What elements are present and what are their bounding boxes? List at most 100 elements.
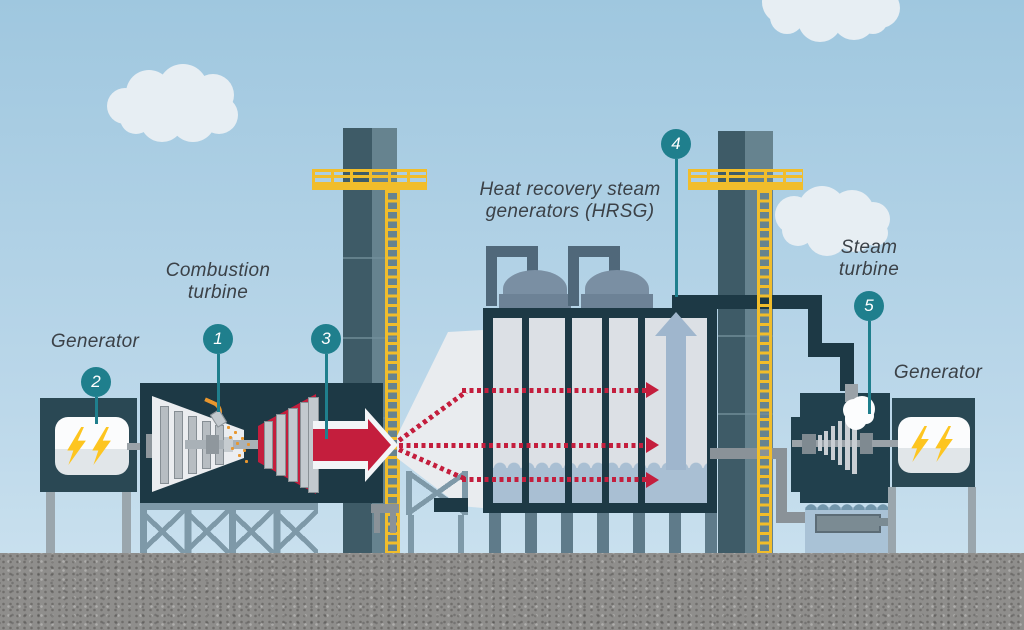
drum-pipe [527,246,538,274]
label-hrsg: Heat recovery steam generators (HRSG) [455,179,685,223]
stack-body [718,131,745,553]
condensate-pipe-segment [776,448,787,523]
platform-rail [688,175,803,178]
cloud-puff [858,4,888,34]
exhaust-disk [276,414,286,476]
spark-dot [238,454,241,457]
shaft-coupling [802,434,816,454]
label-steam-turbine: Steam turbine [799,237,939,281]
hrsg-water-waves [493,460,707,469]
label-generator-right: Generator [893,362,983,383]
drum-pipe [568,252,579,306]
label-line: turbine [838,259,900,280]
steam-pipe-segment [808,306,822,355]
turbine-blade [818,435,822,451]
spark-dot [234,431,237,434]
support-truss [140,503,318,553]
steam-pipe-segment [672,295,822,309]
rotor-shaft [185,440,260,449]
exhaust-disk [288,408,298,482]
platform-rail [312,169,427,172]
hrsg-leg [489,513,501,553]
duct-foot-leg [390,513,396,533]
turbine-blade [824,431,828,455]
hot-gas-dotted-arrow [462,477,646,482]
shaft-coupling [860,433,873,454]
platform-rail [312,175,427,178]
platform-deck [688,182,803,190]
label-combustion-turbine: Combustion turbine [138,260,298,304]
flue-gas-up-arrow-head [655,312,697,336]
callout-3: 3 [311,324,341,354]
spark-dot [241,437,244,440]
callout-4: 4 [661,129,691,159]
drum-pipe [568,246,620,257]
generator-leg [888,487,896,553]
spark-dot [247,443,250,446]
hrsg-divider [522,318,529,503]
label-line: Combustion [165,260,271,281]
drum-pipe [486,246,538,257]
spark-dot [231,447,234,450]
support-leg [458,515,464,553]
steam-pipe-segment [808,343,854,357]
spark-dot [245,460,248,463]
spark-dot [227,426,230,429]
stack-seam [343,257,397,259]
generator-shaft [872,440,900,447]
platform-rail [688,169,803,172]
platform-deck [312,182,427,190]
hot-gas-dotted-arrow [399,443,646,448]
drum-pipe [609,246,620,274]
hot-gas-arrow-head [646,472,659,488]
condenser-tube-stub [879,518,890,526]
spark-dot [236,442,239,445]
callout-line-5 [868,321,871,414]
label-line: generators (HRSG) [485,201,655,222]
stack-seam [343,337,397,339]
callout-1: 1 [203,324,233,354]
cloud-puff [200,96,238,134]
generator-window [55,417,129,475]
flue-gas-up-arrow [666,334,686,470]
hot-gas-dotted-arrow [462,388,646,393]
turbine-blade [838,421,842,465]
steam-pipe-segment [840,355,854,391]
compressor-disk [174,411,183,479]
generator-window [898,417,970,473]
callout-line-4 [675,159,678,297]
stack-seam [718,413,773,415]
drum-pipe [486,252,497,306]
turbine-housing-tab [791,417,800,492]
spark-dot [243,449,246,452]
duct-foot-leg [374,513,380,533]
condensate-pipe-segment [710,448,787,459]
condenser-waves [805,501,890,510]
hrsg-leg [633,513,645,553]
generator-leg [46,492,55,553]
steam-puff [858,408,874,424]
shaft-coupling [206,435,219,454]
exhaust-disk [264,421,273,469]
spark-dot [229,436,232,439]
hrsg-leg [525,513,537,553]
label-line: turbine [187,282,249,303]
hot-gas-arrow-head [646,382,659,398]
duct-bracket [434,498,468,512]
condenser-tube [815,514,881,533]
ground [0,553,1024,630]
ladder [385,190,400,553]
cloud-puff [862,220,888,246]
hrsg-leg [705,513,717,553]
generator-leg [122,492,131,553]
hrsg-leg [669,513,681,553]
callout-line-2 [95,397,98,424]
duct-foot [371,504,399,513]
turbine-blade [852,412,857,474]
generator-leg [968,487,976,553]
hrsg-leg [597,513,609,553]
label-line: Steam [840,237,898,258]
ladder [757,190,772,553]
callout-5: 5 [854,291,884,321]
